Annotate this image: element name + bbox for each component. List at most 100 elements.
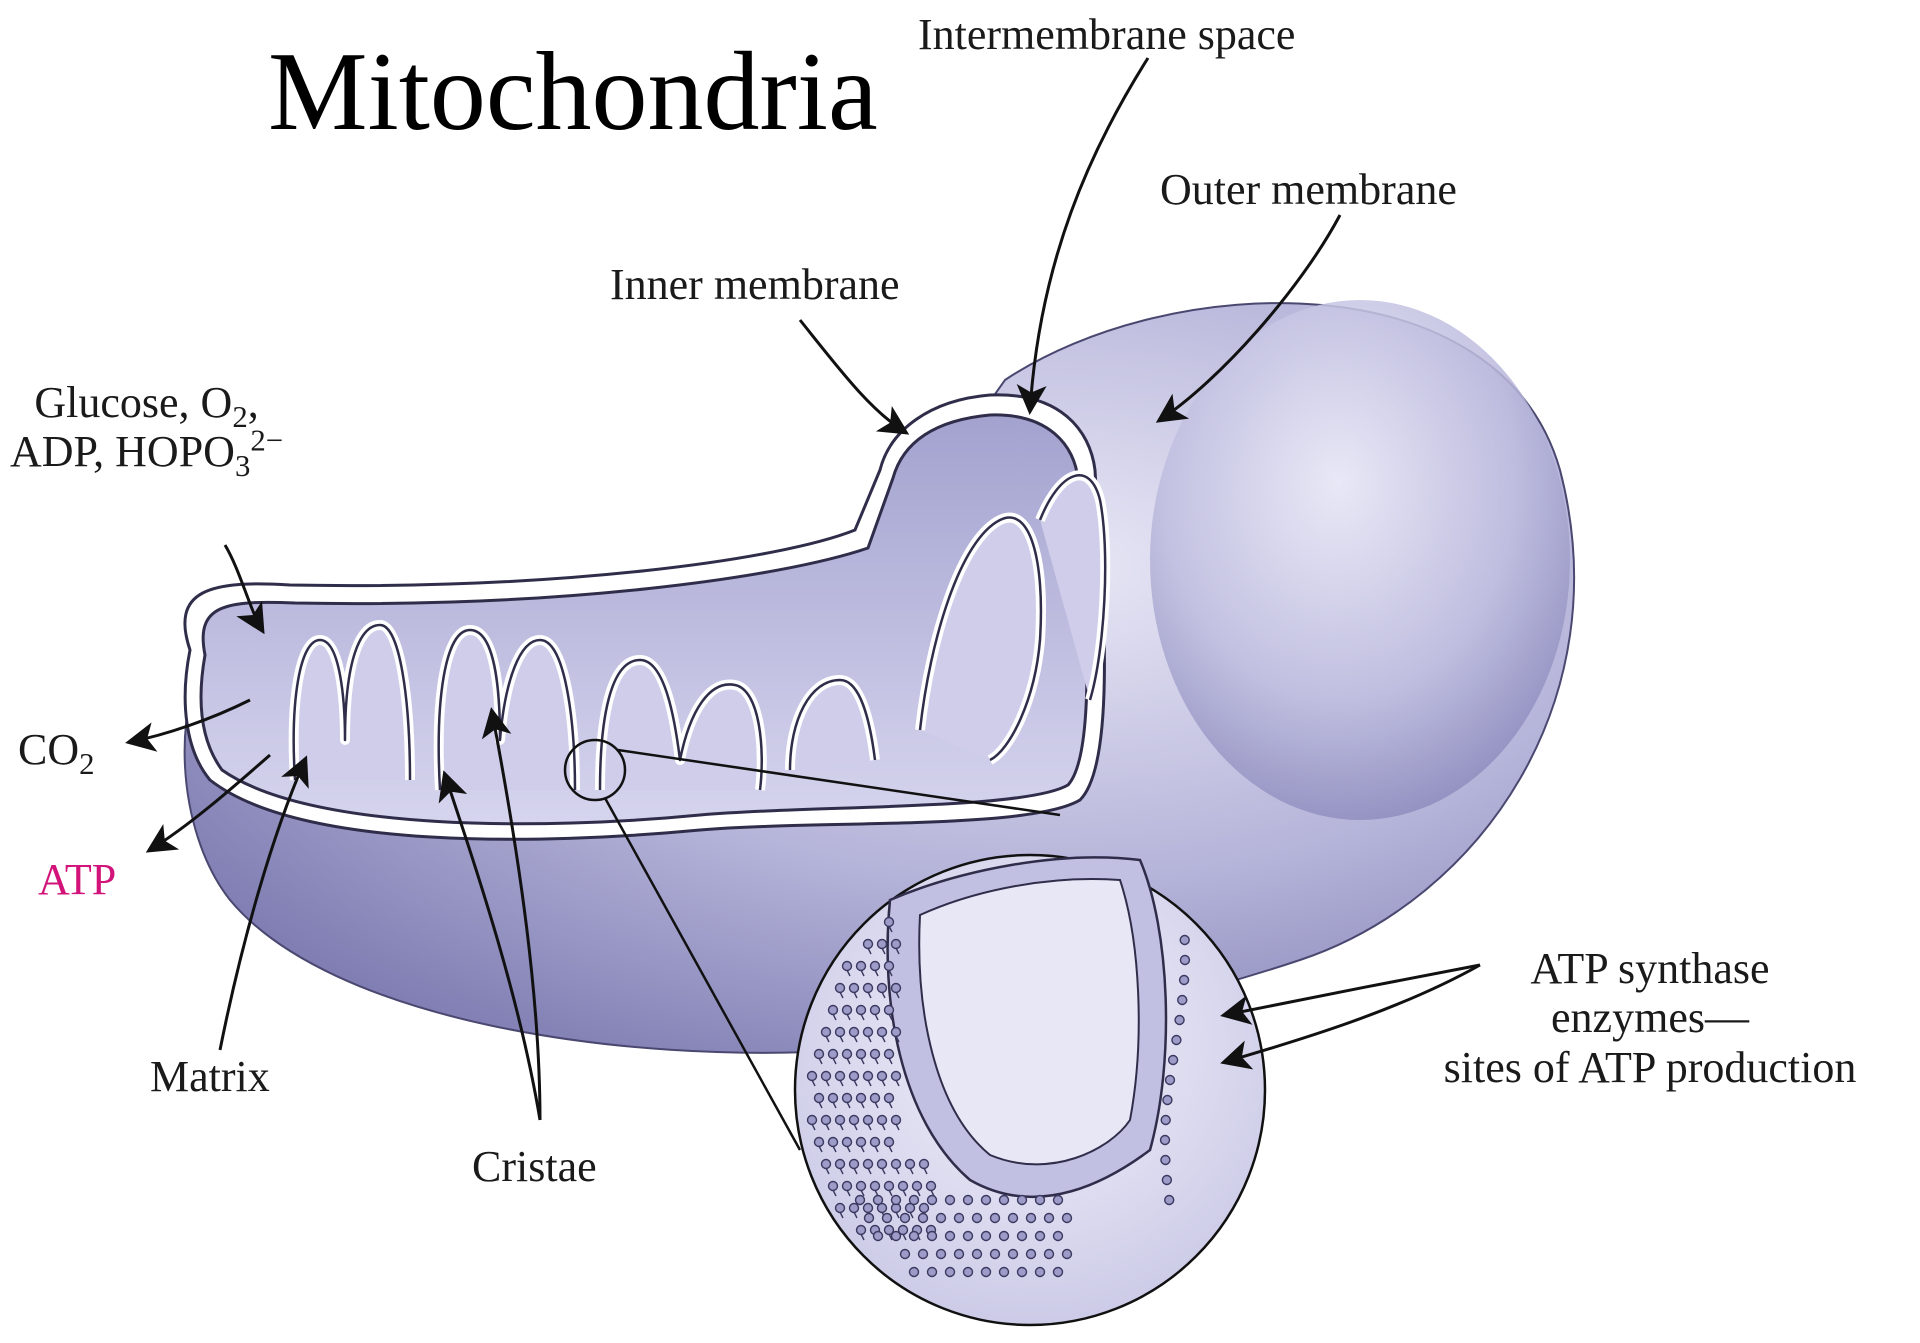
atp-synthase-dot	[874, 1196, 883, 1205]
atp-synthase-dot	[946, 1196, 955, 1205]
atp-synthase-dot	[871, 1182, 880, 1191]
atp-synthase-dot	[1018, 1196, 1027, 1205]
atp-synthase-dot	[815, 1050, 824, 1059]
atp-synthase-dot	[836, 1072, 845, 1081]
label-atp-synthase: ATP synthase enzymes— sites of ATP produ…	[1390, 944, 1910, 1092]
inputs-line2-sup: 2−	[250, 424, 283, 458]
atp-synthase-dot	[864, 940, 873, 949]
atp-synthase-dot	[1000, 1196, 1009, 1205]
atp-synthase-dot	[871, 1138, 880, 1147]
atp-synthase-dot	[885, 962, 894, 971]
atp-synthase-dot	[864, 1204, 873, 1213]
atp-synthase-dot	[808, 1116, 817, 1125]
atp-synthase-dot	[836, 1204, 845, 1213]
atp-synthase-dot	[982, 1268, 991, 1277]
atp-synthase-dot	[982, 1232, 991, 1241]
label-co2: CO2	[18, 725, 95, 774]
co2-sub: 2	[79, 747, 94, 781]
diagram-title: Mitochondria	[268, 28, 878, 157]
atp-synthase-dot	[892, 1028, 901, 1037]
atp-synthase-dot	[892, 1116, 901, 1125]
inputs-line1-suffix: ,	[248, 378, 259, 427]
atp-synthase-line2: enzymes—	[1390, 993, 1910, 1042]
atp-synthase-dot	[1018, 1268, 1027, 1277]
atp-synthase-dot	[1036, 1232, 1045, 1241]
atp-synthase-dot	[871, 1094, 880, 1103]
atp-synthase-dot	[910, 1232, 919, 1241]
atp-synthase-dot	[1009, 1214, 1018, 1223]
atp-synthase-dot	[843, 1006, 852, 1015]
label-inputs: Glucose, O2, ADP, HOPO32−	[10, 378, 283, 477]
atp-synthase-dot	[864, 984, 873, 993]
atp-synthase-dot	[843, 1094, 852, 1103]
atp-synthase-dot	[822, 1028, 831, 1037]
atp-synthase-dot	[857, 1226, 866, 1235]
atp-synthase-dot	[850, 1204, 859, 1213]
atp-synthase-dot	[964, 1196, 973, 1205]
atp-synthase-dot	[1054, 1196, 1063, 1205]
atp-synthase-dot	[1178, 996, 1187, 1005]
atp-synthase-dot	[901, 1250, 910, 1259]
atp-synthase-dot	[1027, 1250, 1036, 1259]
inputs-line1-prefix: Glucose, O	[34, 378, 232, 427]
atp-synthase-dot	[920, 1204, 929, 1213]
atp-synthase-dot	[1162, 1176, 1171, 1185]
atp-synthase-dot	[1161, 1156, 1170, 1165]
atp-synthase-dot	[955, 1250, 964, 1259]
atp-synthase-dot	[878, 1028, 887, 1037]
atp-synthase-dot	[892, 940, 901, 949]
atp-synthase-dot	[937, 1214, 946, 1223]
atp-synthase-dot	[822, 1072, 831, 1081]
atp-synthase-dot	[1161, 1116, 1170, 1125]
atp-synthase-dot	[878, 1072, 887, 1081]
atp-synthase-dot	[836, 1160, 845, 1169]
atp-synthase-dot	[1163, 1096, 1172, 1105]
atp-synthase-dot	[829, 1050, 838, 1059]
atp-synthase-dot	[843, 1050, 852, 1059]
atp-synthase-dot	[1165, 1076, 1174, 1085]
inputs-line2-sub: 3	[235, 449, 250, 483]
atp-synthase-dot	[857, 1182, 866, 1191]
atp-synthase-dot	[829, 1138, 838, 1147]
atp-synthase-dot	[946, 1268, 955, 1277]
atp-synthase-dot	[850, 1160, 859, 1169]
atp-synthase-dot	[1045, 1250, 1054, 1259]
atp-synthase-dot	[964, 1268, 973, 1277]
atp-synthase-dot	[829, 1006, 838, 1015]
atp-synthase-dot	[829, 1182, 838, 1191]
atp-synthase-dot	[885, 1182, 894, 1191]
atp-synthase-dot	[815, 1138, 824, 1147]
atp-synthase-dot	[973, 1250, 982, 1259]
atp-synthase-dot	[946, 1232, 955, 1241]
label-cristae: Cristae	[472, 1142, 597, 1191]
atp-synthase-dot	[857, 962, 866, 971]
atp-synthase-dot	[1054, 1268, 1063, 1277]
atp-synthase-dot	[836, 1116, 845, 1125]
atp-synthase-dot	[843, 1182, 852, 1191]
atp-synthase-dot	[937, 1250, 946, 1259]
label-atp: ATP	[38, 855, 116, 904]
atp-synthase-dot	[919, 1250, 928, 1259]
atp-synthase-dot	[871, 962, 880, 971]
atp-synthase-dot	[822, 1160, 831, 1169]
atp-synthase-dot	[1054, 1232, 1063, 1241]
atp-synthase-dot	[1180, 936, 1189, 945]
atp-synthase-dot	[865, 1214, 874, 1223]
label-intermembrane-space: Intermembrane space	[918, 10, 1295, 59]
atp-synthase-dot	[892, 984, 901, 993]
atp-synthase-dot	[928, 1268, 937, 1277]
atp-synthase-dot	[878, 1160, 887, 1169]
atp-synthase-dot	[913, 1182, 922, 1191]
atp-synthase-dot	[1063, 1250, 1072, 1259]
atp-synthase-dot	[1169, 1056, 1178, 1065]
atp-synthase-dot	[1165, 1196, 1174, 1205]
atp-synthase-dot	[1175, 1016, 1184, 1025]
atp-synthase-dot	[892, 1232, 901, 1241]
atp-synthase-dot	[857, 1050, 866, 1059]
atp-synthase-dot	[991, 1214, 1000, 1223]
atp-synthase-dot	[850, 984, 859, 993]
atp-synthase-dot	[829, 1094, 838, 1103]
zoom-inset	[795, 855, 1265, 1325]
atp-synthase-dot	[982, 1196, 991, 1205]
